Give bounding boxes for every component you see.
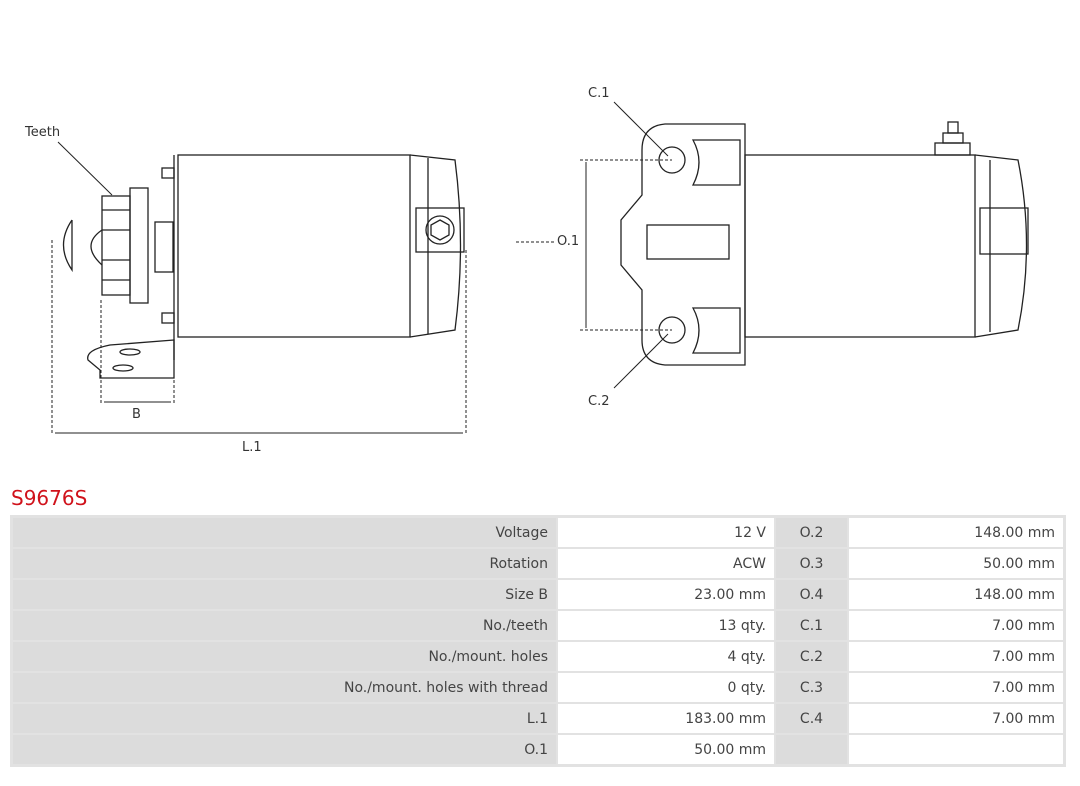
- spec-value-2: 148.00 mm: [849, 580, 1063, 609]
- spec-value: 50.00 mm: [558, 735, 774, 764]
- side-dimensions: [51, 240, 467, 435]
- spec-label-2: C.4: [776, 704, 847, 733]
- spec-value: 23.00 mm: [558, 580, 774, 609]
- spec-label: No./teeth: [13, 611, 556, 640]
- spec-value: 13 qty.: [558, 611, 774, 640]
- spec-label: No./mount. holes with thread: [13, 673, 556, 702]
- spec-label-2: [776, 735, 847, 764]
- spec-value: ACW: [558, 549, 774, 578]
- spec-value: 4 qty.: [558, 642, 774, 671]
- spec-label: Size B: [13, 580, 556, 609]
- label-c1: C.1: [588, 86, 609, 101]
- spec-value-2: 7.00 mm: [849, 642, 1063, 671]
- spec-label-2: O.3: [776, 549, 847, 578]
- spec-label: O.1: [13, 735, 556, 764]
- spec-label: Voltage: [13, 518, 556, 547]
- spec-label-2: C.3: [776, 673, 847, 702]
- spec-label: No./mount. holes: [13, 642, 556, 671]
- starter-technical-drawing: Teeth B L.1 C.1 O.1 C.2: [24, 86, 1029, 455]
- spec-label-2: C.2: [776, 642, 847, 671]
- label-teeth: Teeth: [24, 125, 60, 140]
- spec-value-2: 148.00 mm: [849, 518, 1063, 547]
- label-b: B: [132, 407, 141, 422]
- spec-value-2: 7.00 mm: [849, 611, 1063, 640]
- label-o1: O.1: [557, 234, 579, 249]
- spec-value-2: [849, 735, 1063, 764]
- spec-label: Rotation: [13, 549, 556, 578]
- front-view: [620, 121, 1029, 366]
- spec-value: 12 V: [558, 518, 774, 547]
- spec-value-2: 7.00 mm: [849, 673, 1063, 702]
- spec-label-2: O.4: [776, 580, 847, 609]
- spec-label: L.1: [13, 704, 556, 733]
- spec-value-2: 7.00 mm: [849, 704, 1063, 733]
- product-code: S9676S: [11, 486, 88, 510]
- spec-value-2: 50.00 mm: [849, 549, 1063, 578]
- spec-value: 183.00 mm: [558, 704, 774, 733]
- label-l1: L.1: [242, 440, 262, 455]
- spec-label-2: C.1: [776, 611, 847, 640]
- label-c2: C.2: [588, 394, 609, 409]
- side-view: [62, 154, 465, 379]
- spec-value: 0 qty.: [558, 673, 774, 702]
- spec-label-2: O.2: [776, 518, 847, 547]
